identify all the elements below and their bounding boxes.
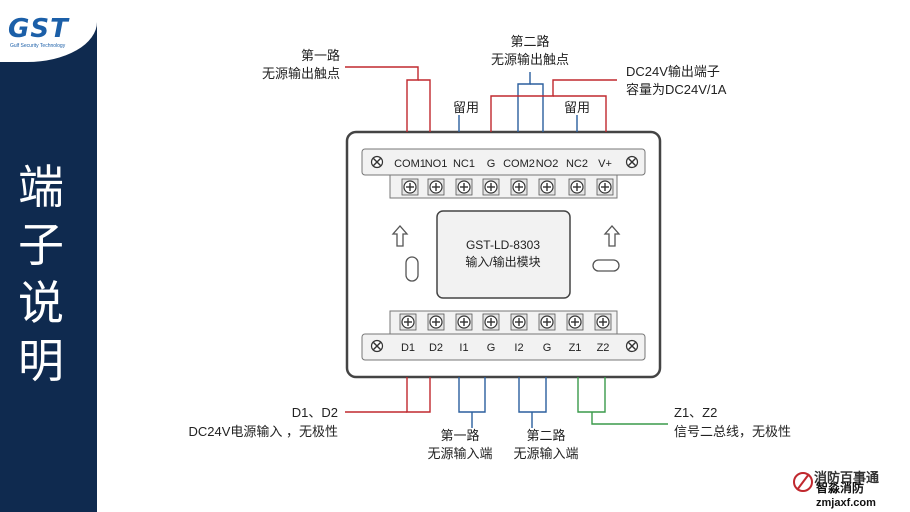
device-label-box: [436, 210, 571, 299]
wire-dc-g: [490, 79, 617, 132]
terminal-screw-icon: [510, 178, 528, 196]
wire-in2-loop: [518, 377, 547, 413]
callout-reserved1: 留用: [453, 100, 479, 115]
terminal-screw-icon: [455, 313, 473, 331]
callout-power-line2: DC24V电源输入 ，无极性: [188, 424, 338, 439]
mount-screw-icon: [625, 339, 639, 353]
terminal-screw-icon: [510, 313, 528, 331]
left-slot: [405, 256, 419, 282]
bottom-label-strip: [361, 333, 646, 361]
top-terminal-label: NO1: [425, 158, 448, 170]
watermark-logo-mark: [796, 473, 810, 491]
watermark: 消防百事通 智淼消防 zmjaxf.com: [793, 470, 879, 509]
bottom-terminal-label: G: [543, 342, 552, 354]
gst-logo: GST: [8, 14, 69, 44]
callout-reserved2: 留用: [564, 100, 590, 115]
terminal-screw-icon: [427, 313, 445, 331]
wire-power-loop: [406, 377, 431, 413]
terminal-screw-icon: [482, 178, 500, 196]
sidebar: GST Gulf Security Technology 端 子 说 明: [0, 0, 97, 512]
top-terminal-label: NC2: [566, 158, 588, 170]
top-terminal-label: NC1: [453, 158, 475, 170]
title-char: 子: [18, 218, 64, 272]
mount-screw-icon: [625, 155, 639, 169]
watermark-logo-icon: [793, 472, 813, 492]
wire-out1-left: [345, 66, 419, 132]
top-screw-block: [389, 174, 618, 199]
callout-in1-line1: 第一路: [440, 428, 479, 443]
terminal-screw-icon: [538, 178, 556, 196]
wire-bus-loop: [577, 377, 606, 413]
terminal-screw-icon: [455, 178, 473, 196]
wire-out1-right: [418, 79, 431, 132]
terminal-screw-icon: [566, 313, 584, 331]
terminal-screw-icon: [596, 178, 614, 196]
callout-power-line1: D1、D2: [292, 405, 338, 420]
terminal-screw-icon: [401, 178, 419, 196]
right-slot: [592, 259, 620, 272]
watermark-url: zmjaxf.com: [816, 497, 876, 509]
terminal-screw-icon: [482, 313, 500, 331]
callout-in2-line2: 无源输入端: [513, 446, 578, 461]
slide-title: 端 子 说 明: [18, 158, 78, 390]
wire-dc-vplus: [553, 95, 607, 132]
watermark-title: 消防百事通: [814, 470, 879, 485]
terminal-screw-icon: [427, 178, 445, 196]
bottom-terminal-label: Z1: [569, 342, 582, 354]
mount-screw-icon: [370, 155, 384, 169]
top-terminal-label: V+: [598, 158, 612, 170]
callout-out2-line2: 无源输出触点: [491, 52, 569, 67]
bottom-terminal-label: I2: [514, 342, 523, 354]
callout-bus-line2: 信号二总线，无极性: [674, 424, 791, 439]
wire-out2-right: [530, 83, 544, 132]
callout-out1-line1: 第一路: [301, 48, 340, 63]
bottom-terminal-label: Z2: [597, 342, 610, 354]
device-name: 输入/输出模块: [465, 254, 540, 269]
bottom-terminal-label: D2: [429, 342, 443, 354]
wire-out2-left: [517, 72, 531, 132]
callout-in2-line1: 第二路: [526, 428, 565, 443]
top-terminal-label: NO2: [536, 158, 559, 170]
callout-in1-line2: 无源输入端: [427, 446, 492, 461]
left-up-arrow-icon: [391, 225, 409, 247]
callout-dc-line1: DC24V输出端子: [626, 64, 720, 79]
terminal-screw-icon: [538, 313, 556, 331]
bottom-terminal-label: D1: [401, 342, 415, 354]
wire-bus-lead: [591, 412, 668, 425]
logo-subtitle: Gulf Security Technology: [10, 43, 66, 49]
right-up-arrow-icon: [603, 225, 621, 247]
wires: [345, 66, 668, 428]
callout-out2-line1: 第二路: [510, 34, 549, 49]
mount-screw-icon: [370, 339, 384, 353]
device-model: GST-LD-8303: [466, 238, 540, 252]
terminal-screw-icon: [594, 313, 612, 331]
top-terminal-label: G: [487, 158, 496, 170]
top-terminal-label: COM2: [503, 158, 535, 170]
bottom-terminal-label: G: [487, 342, 496, 354]
callout-dc-line2: 容量为DC24V/1A: [626, 82, 727, 97]
title-char: 端: [18, 160, 64, 214]
bottom-terminal-label: I1: [459, 342, 468, 354]
top-terminal-label: COM1: [394, 158, 426, 170]
callout-out1-line2: 无源输出触点: [262, 66, 340, 81]
title-char: 明: [18, 334, 64, 388]
wire-in1-loop: [458, 377, 486, 413]
watermark-brand: 智淼消防: [815, 480, 864, 495]
terminal-screw-icon: [568, 178, 586, 196]
terminal-screw-icon: [399, 313, 417, 331]
callout-bus-line1: Z1、Z2: [674, 405, 717, 420]
title-char: 说: [18, 276, 64, 330]
